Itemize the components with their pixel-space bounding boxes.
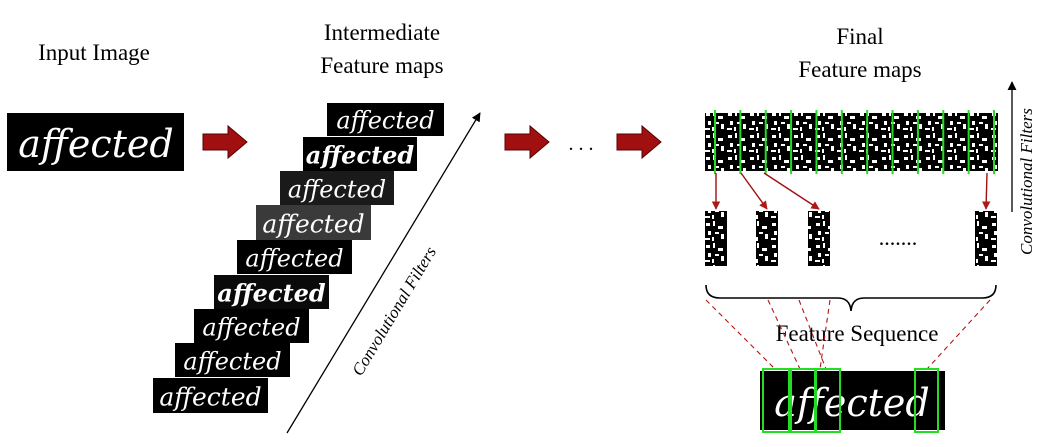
flow-arrow-1 — [202, 124, 248, 160]
column-extract-arrow — [982, 172, 991, 210]
extracted-column — [705, 211, 727, 266]
feature-sequence-label: Feature Sequence — [776, 321, 939, 346]
dashed-connector — [819, 299, 831, 370]
highlighted-letter-boxes — [762, 368, 939, 433]
intermediate-map: affected — [256, 205, 371, 240]
dashed-connector — [705, 299, 776, 370]
intermediate-map-text: affected — [306, 141, 415, 170]
feature-sequence-brace — [705, 284, 997, 312]
intermediate-map: affected — [175, 343, 290, 377]
intermediate-map-text: affected — [159, 382, 261, 411]
intermediate-map-text: affected — [262, 209, 364, 238]
intermediate-map-text: affected — [202, 314, 300, 342]
final-map-column-lines — [714, 110, 995, 174]
output-word-image: affected — [760, 368, 945, 433]
intermediate-map: affected — [153, 378, 268, 413]
flow-arrow-2 — [504, 124, 550, 160]
intermediate-map-text: affected — [183, 348, 281, 376]
letter-highlight-box — [762, 368, 792, 433]
dashed-connector — [926, 299, 991, 370]
letter-highlight-box — [914, 368, 939, 433]
intermediate-map-text: affected — [245, 245, 343, 273]
final-title-line1: Final — [836, 24, 883, 49]
intermediate-map-text: affected — [288, 176, 386, 204]
columns-ellipsis: ....... — [879, 225, 918, 250]
letter-highlight-box — [815, 368, 841, 433]
intermediate-map: affected — [280, 171, 394, 205]
input-image-title: Input Image — [38, 40, 150, 65]
input-word-image: affected — [7, 113, 184, 171]
extracted-column — [975, 211, 997, 266]
intermediate-title-line2: Feature maps — [320, 53, 443, 78]
output-word-text: affected — [774, 381, 929, 425]
final-title-line2: Feature maps — [798, 57, 921, 82]
intermediate-map: affected — [303, 137, 417, 171]
intermediate-title-line1: Intermediate — [324, 20, 440, 45]
intermediate-feature-maps: affected affected affected affected affected… — [153, 103, 444, 413]
conv-filters-vertical-label: Convolutional Filters — [1017, 108, 1036, 255]
input-word-text: affected — [18, 122, 173, 166]
conv-filters-diagonal-arrow — [286, 112, 481, 434]
dashed-connector — [798, 299, 827, 370]
intermediate-map: affected — [194, 309, 309, 343]
sequence-connectors — [705, 299, 991, 370]
intermediate-map: affected — [237, 240, 352, 274]
intermediate-map-text: affected — [217, 279, 326, 308]
extracted-column — [808, 211, 830, 266]
intermediate-map: affected — [327, 103, 444, 136]
intermediate-map-text: affected — [336, 107, 434, 135]
conv-filters-diagonal-label: Convolutional Filters — [348, 243, 440, 379]
extracted-column — [756, 211, 778, 266]
dashed-connector — [767, 299, 801, 370]
extracted-feature-columns — [705, 172, 997, 266]
column-extract-arrow — [763, 172, 820, 210]
column-extract-arrow — [740, 172, 768, 210]
flow-ellipsis: . . . — [569, 133, 594, 155]
final-feature-map — [705, 110, 998, 174]
flow-arrow-3 — [616, 124, 662, 160]
intermediate-map: affected — [214, 275, 329, 309]
